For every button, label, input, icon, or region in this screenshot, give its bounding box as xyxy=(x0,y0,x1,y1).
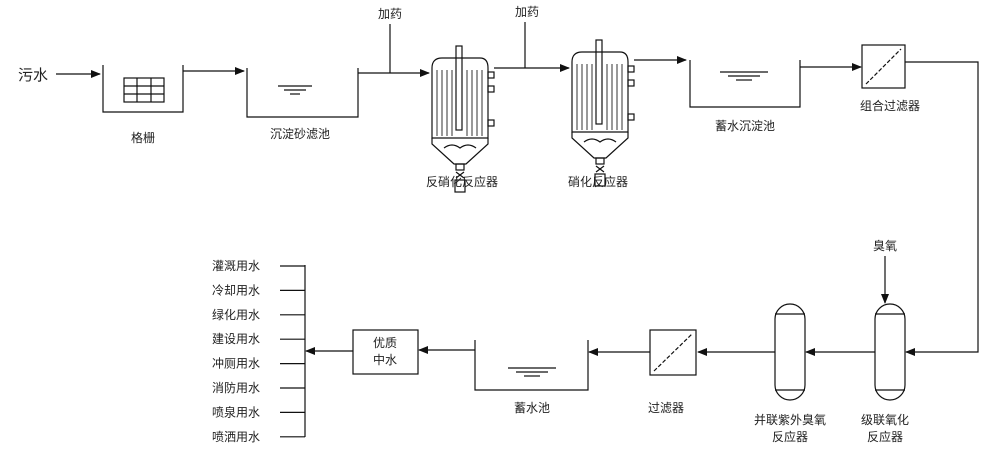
flow-arrow xyxy=(905,61,979,356)
storage-settling-tank-label: 蓄水沉淀池 xyxy=(715,119,775,133)
uv-ozone-label-1: 并联紫外臭氧 xyxy=(754,412,826,427)
water-use-label: 消防用水 xyxy=(212,380,260,395)
storage-settling-tank xyxy=(689,60,801,108)
sand-filter-basin xyxy=(246,68,359,118)
cascade-oxidation-label-2: 反应器 xyxy=(867,429,903,444)
storage-tank-label: 蓄水池 xyxy=(514,401,550,415)
combined-filter xyxy=(861,44,906,89)
screen-label: 格栅 xyxy=(131,130,155,145)
grid-icon xyxy=(123,77,165,103)
screen-unit xyxy=(102,65,184,113)
filter-label: 过滤器 xyxy=(648,401,684,415)
combined-filter-label: 组合过滤器 xyxy=(860,98,920,113)
water-use-label: 绿化用水 xyxy=(212,307,260,322)
sewage-label: 污水 xyxy=(18,66,48,84)
denitrification-reactor xyxy=(431,45,495,193)
water-use-label: 冲厕用水 xyxy=(212,356,260,371)
water-use-label: 喷洒用水 xyxy=(212,430,260,444)
nitrification-reactor-label: 硝化反应器 xyxy=(568,174,628,189)
water-use-label: 冷却用水 xyxy=(212,283,260,297)
water-use-label: 建设用水 xyxy=(212,332,260,346)
reclaimed-water-label-1: 优质 xyxy=(373,336,397,350)
water-use-label: 喷泉用水 xyxy=(212,405,260,419)
uv-ozone-label-2: 反应器 xyxy=(772,429,808,444)
water-use-label: 灌溉用水 xyxy=(212,259,260,273)
storage-tank xyxy=(474,340,589,391)
dosing-label-2: 加药 xyxy=(515,5,539,19)
filter xyxy=(649,329,697,376)
cascade-oxidation-label-1: 级联氧化 xyxy=(861,413,909,427)
sand-filter-basin-label: 沉淀砂滤池 xyxy=(270,127,330,141)
cascade-oxidation-reactor xyxy=(874,303,906,401)
reclaimed-water-box xyxy=(352,329,419,375)
dosing-label-1: 加药 xyxy=(378,7,402,21)
denitrification-reactor-label: 反硝化反应器 xyxy=(426,174,498,189)
uv-ozone-reactor xyxy=(774,303,806,401)
reclaimed-water-label-2: 中水 xyxy=(373,352,397,367)
ozone-label: 臭氧 xyxy=(873,238,897,253)
nitrification-reactor xyxy=(571,39,635,187)
